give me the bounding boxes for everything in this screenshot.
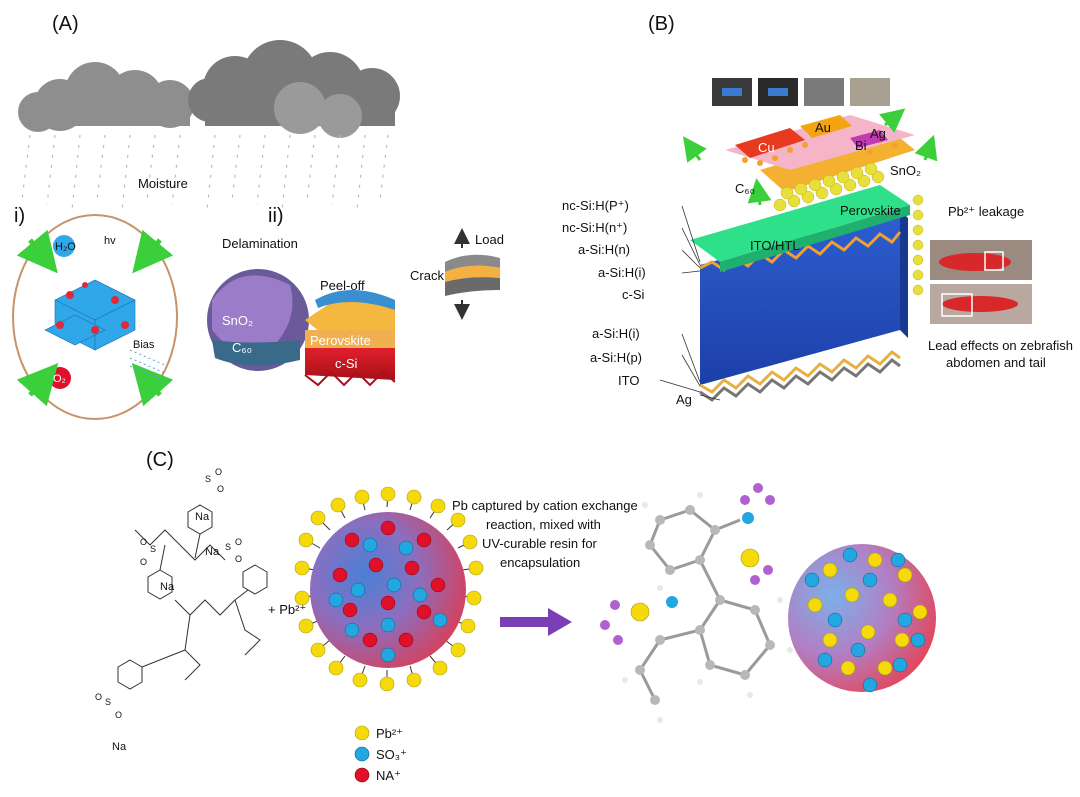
rain-clouds	[18, 40, 400, 211]
panel-b-label: (B)	[648, 13, 675, 35]
legend-swatch-na	[354, 767, 370, 783]
process-line-1: Pb captured by cation exchange	[452, 498, 638, 513]
pb-leakage-label: Pb²⁺ leakage	[948, 204, 1024, 219]
svg-text:O: O	[215, 467, 222, 477]
na-label-4: Na	[112, 741, 127, 753]
delamination-illustration	[205, 267, 396, 387]
h2o-molecule	[53, 235, 75, 257]
degradation-ellipse	[12, 214, 178, 420]
svg-text:S: S	[225, 542, 231, 552]
o2-label: O₂	[53, 373, 66, 385]
sub-i-label: i)	[14, 205, 25, 227]
c60-label-a: C₆₀	[232, 340, 252, 355]
svg-text:O: O	[235, 554, 242, 564]
layer-callout-lines	[659, 205, 721, 401]
svg-text:S: S	[205, 474, 211, 484]
zebrafish-label-1: Lead effects on zebrafish	[928, 338, 1073, 353]
sub-ii-label: ii)	[268, 205, 284, 227]
csi-label-a: c-Si	[335, 356, 358, 371]
zebrafish-images	[930, 240, 1032, 324]
load-label: Load	[475, 232, 504, 247]
svg-text:S: S	[150, 544, 156, 554]
panel-a-label: (A)	[52, 13, 79, 35]
perovskite-label-b: Perovskite	[840, 203, 901, 218]
delamination-label: Delamination	[222, 236, 298, 251]
process-line-4: encapsulation	[500, 555, 580, 570]
moisture-label: Moisture	[138, 176, 188, 191]
legend-label-so3: SO₃⁺	[376, 747, 407, 762]
process-line-2: reaction, mixed with	[486, 517, 601, 532]
zebrafish-label-2: abdomen and tail	[946, 355, 1046, 370]
h2o-label: H₂O	[55, 241, 76, 253]
c60-label-b: C₆₀	[735, 181, 755, 196]
legend-swatch-pb	[354, 725, 370, 741]
legend-label-na: NA⁺	[376, 768, 401, 783]
legend: Pb²⁺ SO₃⁺ NA⁺	[354, 725, 407, 783]
metal-cu-label: Cu	[758, 140, 775, 155]
molecule-model	[600, 483, 793, 723]
na-label-1: Na	[195, 511, 210, 523]
svg-text:S: S	[105, 697, 111, 707]
na-label-3: Na	[160, 581, 175, 593]
bias-label: Bias	[133, 339, 155, 351]
legend-label-pb: Pb²⁺	[376, 726, 403, 741]
plus-pb-label: + Pb²⁺	[268, 602, 306, 617]
layer-label-5: a-Si:H(i)	[592, 326, 640, 341]
svg-text:O: O	[140, 557, 147, 567]
process-arrow	[500, 608, 572, 636]
layer-label-6: a-Si:H(p)	[590, 350, 642, 365]
sno2-label-a: SnO₂	[222, 313, 253, 328]
layer-label-3: a-Si:H(i)	[598, 265, 646, 280]
ito-htl-label: ITO/HTL	[750, 238, 800, 253]
sno2-label-b: SnO₂	[890, 163, 921, 178]
hv-label: hv	[104, 235, 116, 247]
crack-load-illustration	[445, 228, 500, 320]
panel-c-label: (C)	[146, 449, 174, 471]
resin-sphere-1	[294, 486, 484, 692]
layer-label-0: nc-Si:H(P⁺)	[562, 198, 629, 213]
polymer-structure	[117, 504, 268, 690]
perovskite-label-a: Perovskite	[310, 333, 371, 348]
layer-label-1: nc-Si:H(n⁺)	[562, 220, 627, 235]
legend-swatch-so3	[354, 746, 370, 762]
metal-bi-label: Bi	[855, 138, 867, 153]
layer-label-2: a-Si:H(n)	[578, 242, 630, 257]
process-line-3: UV-curable resin for	[482, 536, 598, 551]
layer-label-7: ITO	[618, 373, 639, 388]
svg-text:O: O	[235, 537, 242, 547]
svg-text:O: O	[140, 537, 147, 547]
metal-ag-label: Ag	[870, 126, 886, 141]
svg-text:O: O	[115, 710, 122, 720]
resin-sphere-2	[788, 544, 936, 693]
svg-text:O: O	[95, 692, 102, 702]
layer-label-8: Ag	[676, 392, 692, 407]
na-label-2: Na	[205, 546, 220, 558]
peel-off-label: Peel-off	[320, 278, 365, 293]
crack-label: Crack	[410, 268, 444, 283]
layer-label-4: c-Si	[622, 287, 645, 302]
device-photos	[712, 78, 890, 106]
tandem-stack	[683, 108, 938, 402]
svg-text:O: O	[217, 484, 224, 494]
metal-au-label: Au	[815, 120, 831, 135]
